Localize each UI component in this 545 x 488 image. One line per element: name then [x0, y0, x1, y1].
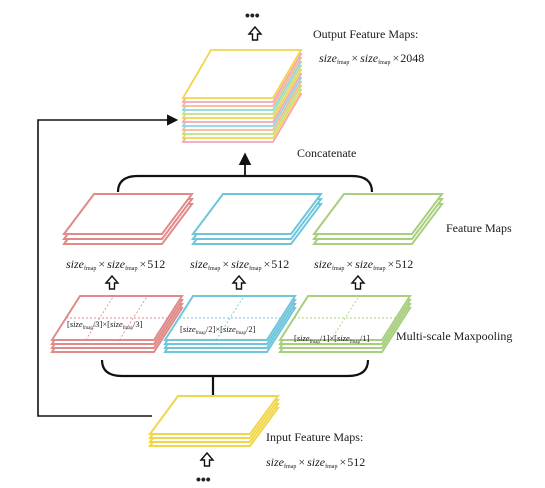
- pooling-map-blue: [163, 295, 297, 353]
- svg-text:sizefmap×sizefmap×512: sizefmap×sizefmap×512: [66, 257, 165, 272]
- layer: [62, 193, 194, 235]
- svg-text:[sizefmap/3]×[sizefmap/3]: [sizefmap/3]×[sizefmap/3]: [67, 319, 143, 331]
- skip-connection: [37, 114, 179, 417]
- input-feature-map-stack: [148, 395, 280, 447]
- concatenate-label: Concatenate: [297, 146, 356, 160]
- pool-label-left: [sizefmap/3]×[sizefmap/3]: [67, 319, 143, 331]
- svg-text:sizefmap×sizefmap×512: sizefmap×sizefmap×512: [266, 455, 365, 470]
- up-arrow-icon: [104, 274, 120, 290]
- feature-map-blue: [191, 193, 323, 245]
- feature-map-red: [62, 193, 194, 245]
- branch-size-formula-blue: sizefmap×sizefmap×512: [190, 257, 289, 272]
- up-arrow-icon: [350, 274, 366, 290]
- branch-size-formula-red: sizefmap×sizefmap×512: [66, 257, 165, 272]
- ellipsis-top: •••: [245, 7, 260, 23]
- layer: [50, 295, 184, 341]
- svg-text:sizefmap×sizefmap×2048: sizefmap×sizefmap×2048: [319, 51, 424, 66]
- pool-label-right: [sizefmap/1]×[sizefmap/1]: [294, 333, 370, 345]
- ellipsis-bottom: •••: [196, 471, 211, 487]
- pooling-map-red: [50, 295, 184, 353]
- layer: [278, 295, 412, 341]
- layer: [181, 49, 303, 99]
- pooling-map-green: [278, 295, 412, 353]
- concatenate-brace: [116, 174, 374, 193]
- svg-text:[sizefmap/2]×[sizefmap/2]: [sizefmap/2]×[sizefmap/2]: [180, 324, 256, 336]
- layer: [191, 193, 323, 235]
- input-title: Input Feature Maps:: [266, 430, 363, 444]
- output-feature-map-stack: [181, 49, 303, 143]
- branch-size-formula-green: sizefmap×sizefmap×512: [314, 257, 413, 272]
- feature-maps-label: Feature Maps: [446, 221, 512, 235]
- output-title: Output Feature Maps:: [313, 27, 418, 41]
- pool-label-middle: [sizefmap/2]×[sizefmap/2]: [180, 324, 256, 336]
- up-arrow-icon: [231, 274, 247, 290]
- grid-line: [118, 295, 148, 341]
- svg-text:sizefmap×sizefmap×512: sizefmap×sizefmap×512: [190, 257, 289, 272]
- up-arrow-icon: [199, 451, 215, 467]
- layer: [148, 395, 280, 435]
- grid-line: [85, 295, 115, 341]
- up-arrow-icon: [247, 25, 263, 41]
- input-size-formula: sizefmap×sizefmap×512: [266, 455, 365, 470]
- grid-line: [330, 295, 360, 341]
- svg-text:sizefmap×sizefmap×512: sizefmap×sizefmap×512: [314, 257, 413, 272]
- multiscale-maxpooling-label: Multi-scale Maxpooling: [396, 329, 512, 343]
- svg-text:[sizefmap/1]×[sizefmap/1]: [sizefmap/1]×[sizefmap/1]: [294, 333, 370, 345]
- pooling-brace: [100, 359, 370, 378]
- feature-map-green: [312, 193, 444, 245]
- layer: [163, 295, 297, 341]
- output-size-formula: sizefmap×sizefmap×2048: [319, 51, 424, 66]
- layer: [312, 193, 444, 235]
- grid-line: [215, 295, 245, 341]
